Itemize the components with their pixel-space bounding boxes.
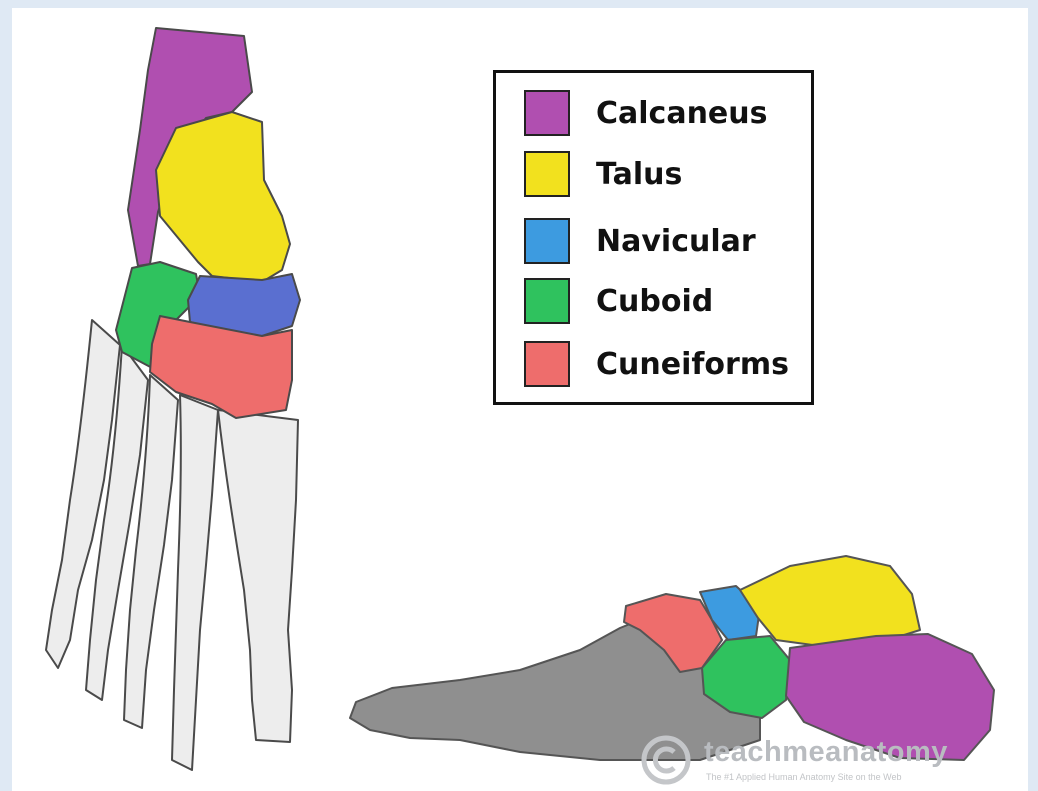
side-talus <box>740 556 920 646</box>
watermark-brand: teachmeanatomy <box>704 736 948 769</box>
legend-item-cuneiforms: Cuneiforms <box>524 341 789 387</box>
side-view-foot <box>350 556 994 760</box>
calcaneus-swatch <box>524 90 570 136</box>
legend: Calcaneus Talus Navicular Cuboid Cuneifo… <box>493 70 814 405</box>
talus-swatch <box>524 151 570 197</box>
dorsal-view-foot <box>46 28 300 770</box>
legend-item-talus: Talus <box>524 151 682 197</box>
legend-label: Talus <box>596 157 682 192</box>
legend-item-calcaneus: Calcaneus <box>524 90 768 136</box>
legend-item-cuboid: Cuboid <box>524 278 713 324</box>
legend-label: Calcaneus <box>596 96 768 131</box>
legend-label: Cuboid <box>596 284 713 319</box>
cuneiforms-swatch <box>524 341 570 387</box>
watermark-tagline: The #1 Applied Human Anatomy Site on the… <box>706 772 901 782</box>
dorsal-talus <box>156 112 290 282</box>
legend-label: Navicular <box>596 224 756 259</box>
navicular-swatch <box>524 218 570 264</box>
legend-label: Cuneiforms <box>596 347 789 382</box>
cuboid-swatch <box>524 278 570 324</box>
legend-item-navicular: Navicular <box>524 218 756 264</box>
copyright-logo-icon <box>640 734 692 786</box>
